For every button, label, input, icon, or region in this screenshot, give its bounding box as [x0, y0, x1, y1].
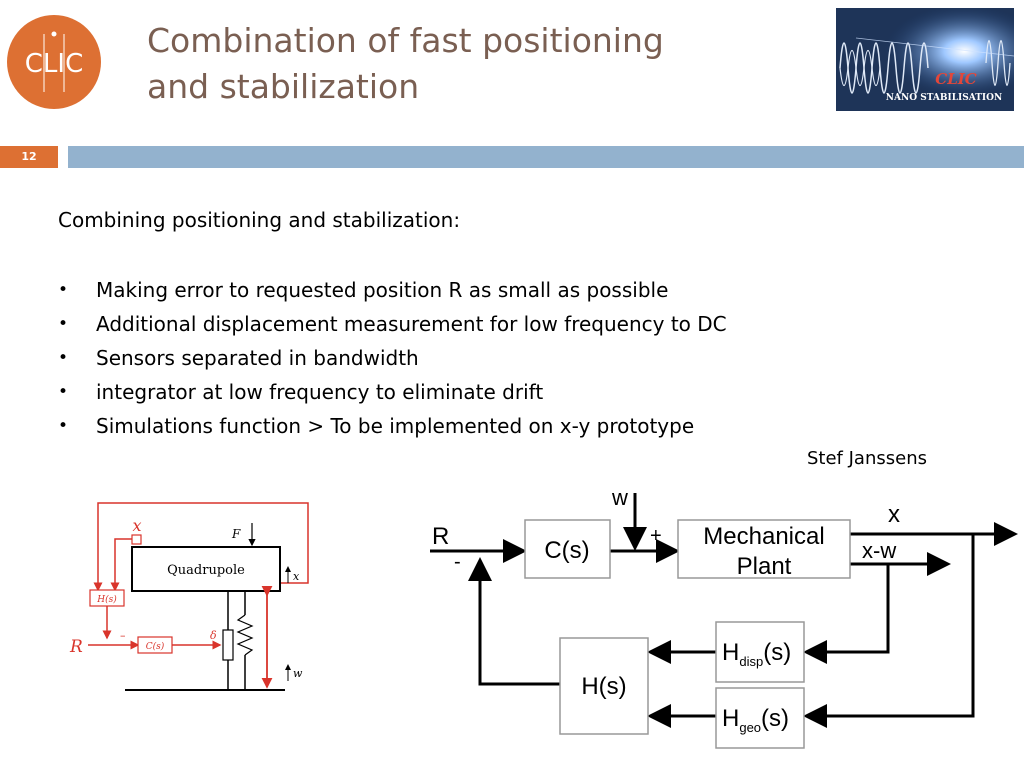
xw-output-label: x-w: [862, 538, 896, 563]
bullet-item: • Simulations function > To be implemente…: [58, 409, 727, 443]
quadrupole-schematic: x H(s) – R C(s) δ Quadrupole F x w: [69, 502, 309, 691]
bullet-item: • Additional displacement measurement for…: [58, 307, 727, 341]
bullet-item: • Making error to requested position R as…: [58, 273, 727, 307]
minus-label: -: [454, 551, 461, 573]
clic-logo-icon: CLIC: [7, 15, 101, 109]
title-line-1: Combination of fast positioning: [147, 21, 664, 60]
header-rule: [68, 146, 1024, 168]
badge-brand-text: CLIC: [935, 70, 977, 88]
plant-label-line-2: Plant: [737, 553, 792, 580]
x-output-label: x: [888, 501, 900, 528]
slide-title: Combination of fast positioning and stab…: [147, 18, 664, 110]
bullet-glyph: •: [58, 314, 69, 334]
bullet-text: Simulations function > To be implemented…: [96, 414, 695, 438]
badge-caption-text: NANO STABILISATION: [886, 93, 1002, 103]
bullet-text: Additional displacement measurement for …: [96, 312, 727, 336]
w-label: w: [611, 485, 628, 510]
bullet-glyph: •: [58, 280, 69, 300]
bullet-glyph: •: [58, 416, 69, 436]
bullet-item: • integrator at low frequency to eliminat…: [58, 375, 727, 409]
delta-label: δ: [210, 629, 217, 642]
control-block-diagram: R - w + x x-w C(s) Mechanical Plant H(s)…: [430, 485, 1018, 749]
plus-label: +: [650, 525, 662, 547]
bullet-text: Making error to requested position R as …: [96, 278, 669, 302]
slide-number: 12: [21, 150, 37, 163]
force-label: F: [231, 527, 241, 541]
bullet-item: • Sensors separated in bandwidth: [58, 341, 727, 375]
minus-sign: –: [120, 629, 126, 642]
clic-logo-text: CLIC: [25, 49, 83, 79]
hs-label: H(s): [96, 594, 117, 605]
plant-label-line-1: Mechanical: [703, 523, 824, 550]
bullet-list: • Making error to requested position R as…: [58, 273, 727, 443]
r-label: R: [432, 523, 449, 550]
hs-block-label: H(s): [581, 673, 626, 700]
bullet-text: integrator at low frequency to eliminate…: [96, 380, 544, 404]
x-axis-label: x: [293, 570, 300, 583]
slide-number-box: [0, 146, 58, 168]
title-line-2: and stabilization: [147, 67, 420, 106]
hdisp-block-label: Hdisp(s): [722, 639, 791, 669]
bullet-glyph: •: [58, 348, 69, 368]
r-input-label: R: [69, 637, 83, 657]
w-axis-label: w: [293, 667, 303, 680]
intro-text: Combining positioning and stabilization:: [58, 208, 461, 232]
nano-stabilisation-logo-icon: CLIC NANO STABILISATION: [836, 8, 1014, 111]
cs-label: C(s): [146, 641, 165, 652]
cs-block-label: C(s): [544, 537, 589, 564]
bullet-text: Sensors separated in bandwidth: [96, 346, 419, 370]
author-credit: Stef Janssens: [807, 448, 927, 469]
hgeo-block-label: Hgeo(s): [722, 705, 789, 735]
quadrupole-label: Quadrupole: [167, 563, 245, 578]
x-sensor-label: x: [132, 516, 141, 535]
bullet-glyph: •: [58, 382, 69, 402]
